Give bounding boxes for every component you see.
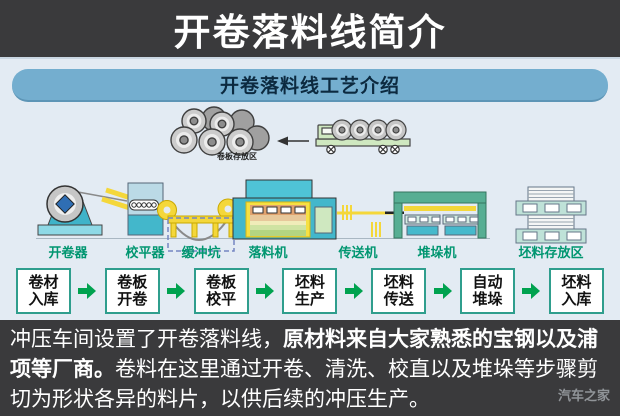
truck-wheel-icon [326, 144, 400, 155]
stacker-icon [393, 191, 487, 239]
flow-arrow-icon [521, 283, 542, 299]
process-flow-row: 卷材入库 卷板开卷 卷板校平 坯料生产 坯料传送 自动堆垛 坯料入库 [16, 267, 604, 315]
pallet-stack-icon [404, 214, 441, 236]
caption-text-normal-1: 冲压车间设置了开卷落料线， [10, 328, 283, 351]
flow-arrow-icon [344, 283, 365, 299]
flow-step-blank-transfer: 坯料传送 [371, 268, 427, 314]
leveler-icon [101, 182, 164, 236]
blanking-machine-icon [232, 179, 337, 240]
flow-step-auto-stack: 自动堆垛 [460, 268, 516, 314]
machine-label-leveler: 校平器 [125, 245, 165, 260]
diagram-title: 开卷落料线工艺介绍 [12, 69, 608, 102]
process-diagram-panel: 开卷落料线工艺介绍 卷板存放区 开卷器 校平器 缓冲坑 落料机 传送机 堆垛机 … [0, 57, 620, 320]
top-banner: 开卷落料线简介 [0, 0, 620, 57]
pallet-stack-icon [442, 214, 479, 236]
flow-step-coil-inbound: 卷材入库 [16, 268, 71, 314]
truck-icon [315, 119, 411, 155]
machine-label-conveyor: 传送机 [338, 245, 378, 260]
flow-arrow-icon [166, 283, 187, 299]
caption-panel: 冲压车间设置了开卷落料线，原材料来自大家熟悉的宝钢以及浦项等厂商。卷料在这里通过… [0, 320, 620, 416]
watermark: 汽车之家 [557, 388, 610, 403]
machine-label-buffer-pit: 缓冲坑 [181, 245, 221, 260]
flow-step-uncoil: 卷板开卷 [104, 268, 160, 314]
coil-storage-label: 卷板存放区 [217, 152, 257, 161]
coil-stack-icon [170, 106, 270, 156]
uncoiler-icon [37, 185, 128, 236]
flow-arrow-icon [433, 283, 454, 299]
caption-text-normal-2: 卷料在这里通过开卷、清洗、校直以及堆垛等步骤剪切为形状各异的料片，以供后续的冲压… [10, 358, 598, 411]
machine-label-uncoiler: 开卷器 [48, 245, 88, 260]
flow-step-blank-inbound: 坯料入库 [548, 268, 604, 314]
page-title: 开卷落料线简介 [173, 11, 447, 53]
process-diagram-illustration [36, 106, 587, 252]
machine-label-blanker: 落料机 [248, 245, 288, 260]
machine-label-stacker: 堆垛机 [417, 245, 457, 260]
flow-step-blank-production: 坯料生产 [282, 268, 338, 314]
caption-text-bold: 原材料来自大家熟悉的宝钢以及浦项等厂商。 [10, 328, 598, 381]
flow-arrow-icon [255, 283, 276, 299]
blank-storage-icon [515, 186, 587, 244]
flow-arrow-icon [77, 283, 98, 299]
unload-arrow-icon [277, 136, 309, 146]
machine-label-blank-storage: 坯料存放区 [518, 245, 584, 260]
flow-step-level: 卷板校平 [193, 268, 249, 314]
